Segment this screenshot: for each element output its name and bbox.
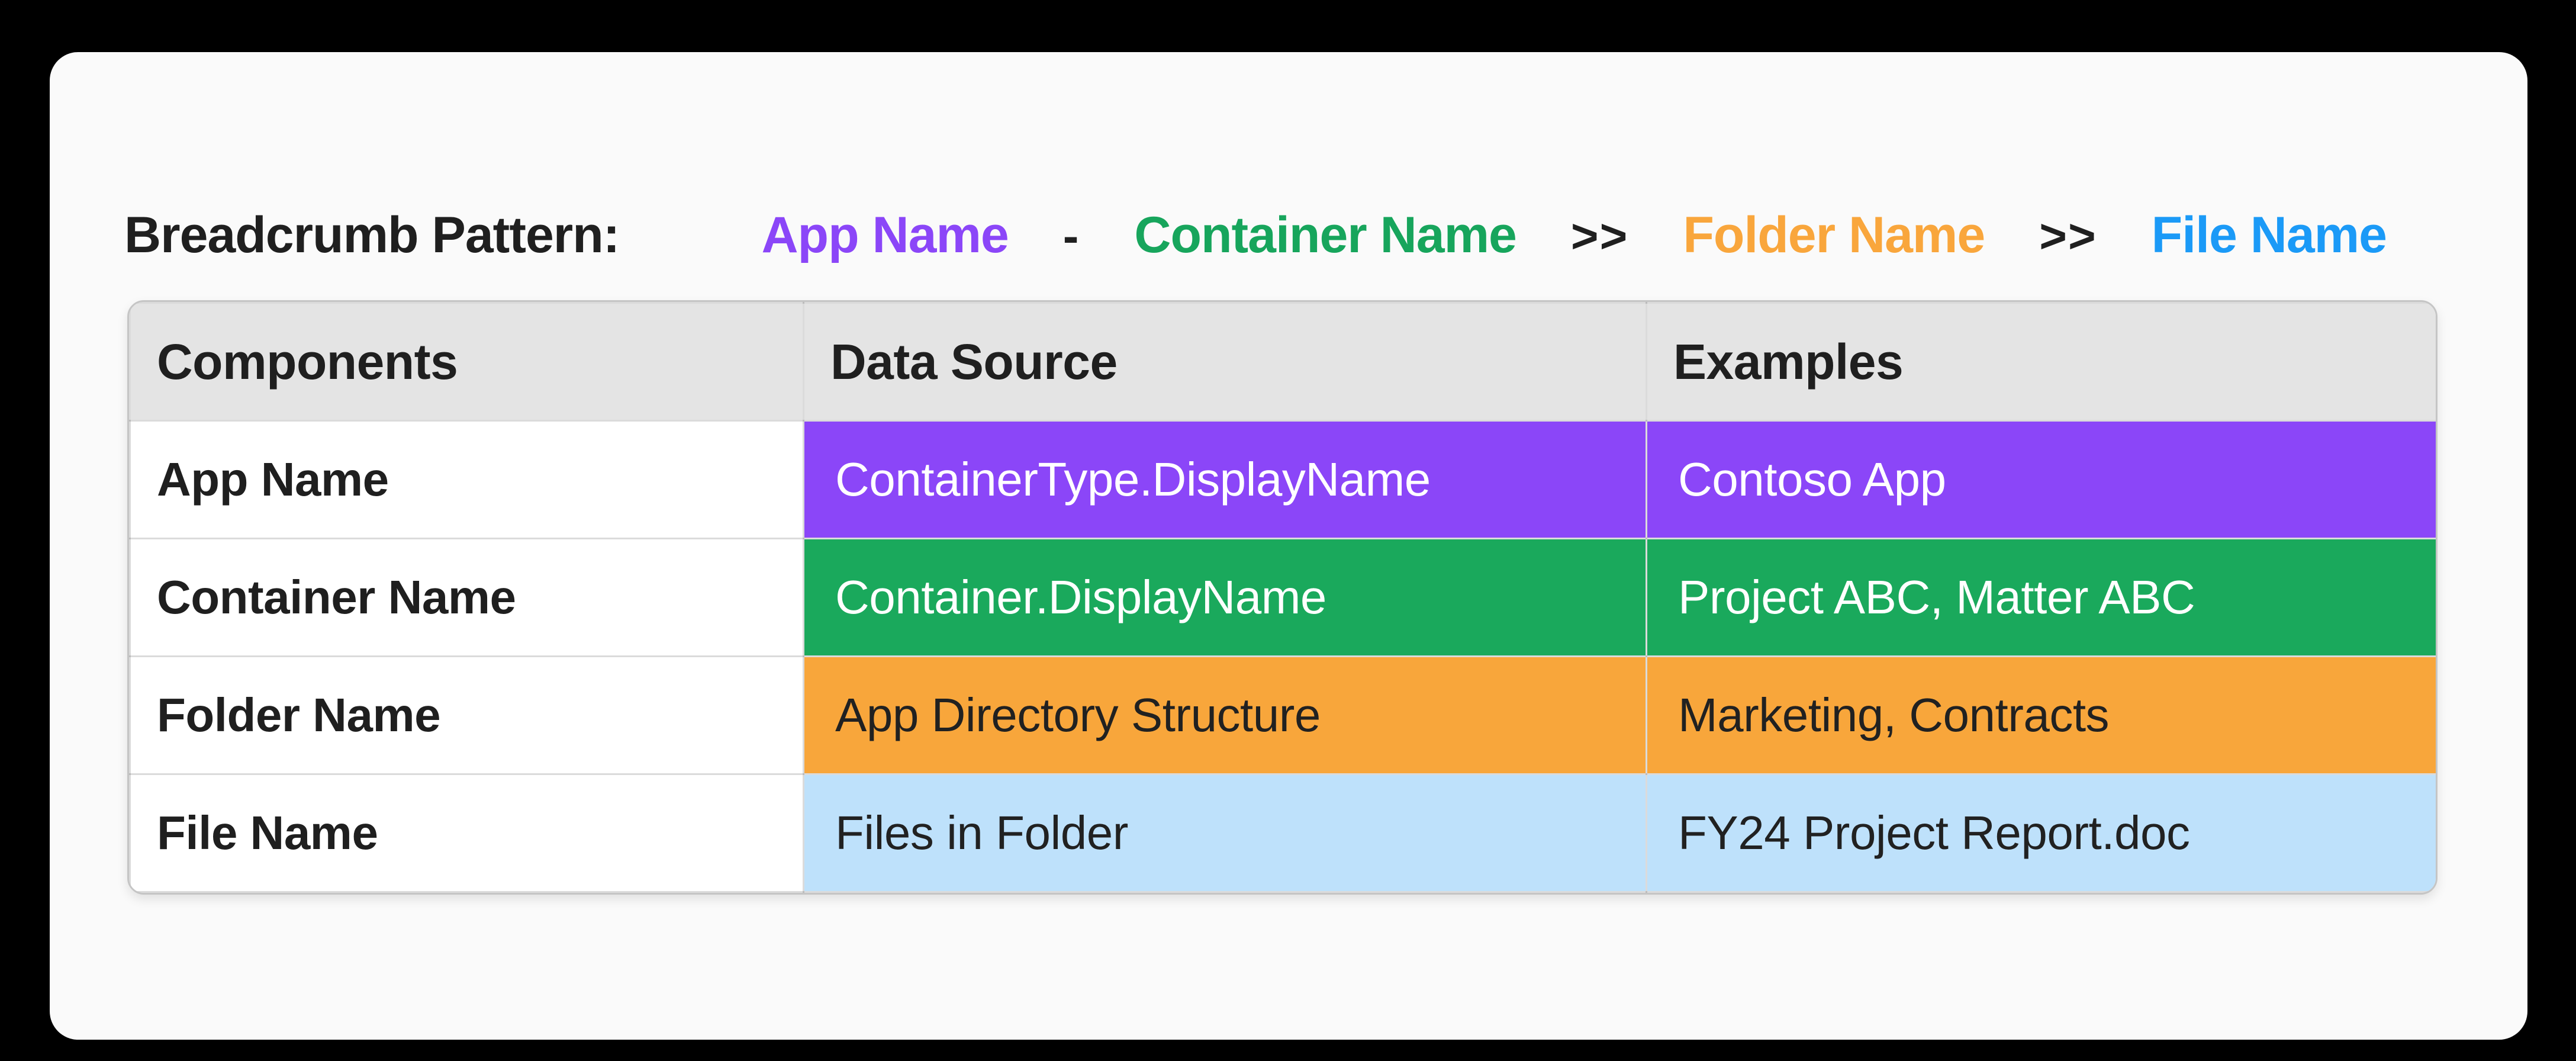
data-source-cell: App Directory Structure [803,655,1647,775]
component-cell: Container Name [129,538,804,657]
breadcrumb-pattern-label: Breadcrumb Pattern: [124,207,620,263]
table-row: App Name ContainerType.DisplayName Conto… [129,420,2436,539]
data-source-cell: Files in Folder [803,773,1647,893]
component-cell: App Name [129,420,804,539]
data-source-cell: Container.DisplayName [803,538,1647,657]
breadcrumb-item-app-name: App Name [761,207,1009,263]
breadcrumb-separator-chevrons: >> [1570,210,1629,262]
data-source-cell: ContainerType.DisplayName [803,420,1647,539]
pattern-table: Components Data Source Examples App Name… [129,302,2436,893]
pattern-table-container: Components Data Source Examples App Name… [127,300,2437,895]
breadcrumb-item-container-name: Container Name [1134,207,1516,263]
breadcrumb-separator-dash: - [1062,210,1080,262]
breadcrumb: Breadcrumb Pattern: App Name - Container… [124,199,2387,271]
component-cell: Folder Name [129,655,804,775]
examples-cell: Marketing, Contracts [1646,655,2436,775]
table-row: Container Name Container.DisplayName Pro… [129,538,2436,657]
examples-cell: FY24 Project Report.doc [1646,773,2436,893]
table-row: Folder Name App Directory Structure Mark… [129,655,2436,775]
component-cell: File Name [129,773,804,893]
header-examples: Examples [1646,302,2436,422]
content-card: Breadcrumb Pattern: App Name - Container… [50,52,2527,1040]
breadcrumb-separator-chevrons: >> [2039,210,2097,262]
examples-cell: Contoso App [1646,420,2436,539]
breadcrumb-item-file-name: File Name [2151,207,2387,263]
header-components: Components [129,302,804,422]
header-data-source: Data Source [803,302,1647,422]
table-row: File Name Files in Folder FY24 Project R… [129,773,2436,893]
examples-cell: Project ABC, Matter ABC [1646,538,2436,657]
breadcrumb-item-folder-name: Folder Name [1683,207,1985,263]
table-header-row: Components Data Source Examples [129,302,2436,422]
